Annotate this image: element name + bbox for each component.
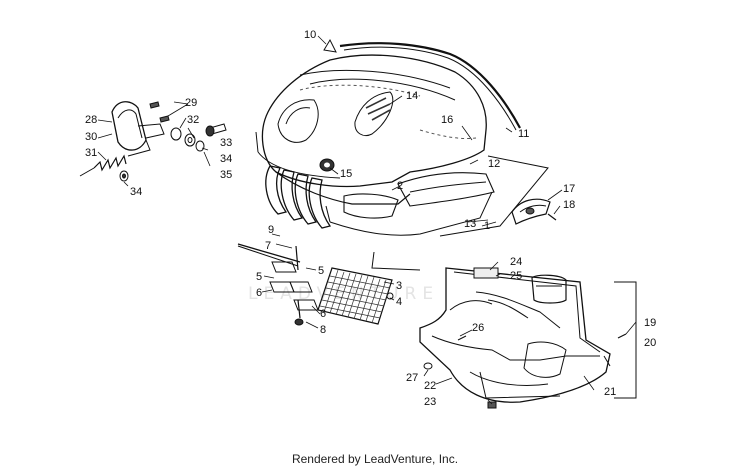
callout-12: 12 — [488, 158, 501, 170]
callout-34-lower: 34 — [130, 186, 143, 198]
callout-8: 8 — [320, 324, 327, 336]
callout-6-right: 6 — [320, 308, 327, 320]
callout-19: 19 — [644, 317, 657, 329]
callout-3: 3 — [396, 280, 403, 292]
storage-tray-part — [419, 267, 611, 403]
callout-26: 26 — [472, 322, 485, 334]
callout-23: 23 — [424, 396, 437, 408]
callout-21: 21 — [604, 386, 617, 398]
callout-18: 18 — [563, 199, 576, 211]
footer-credit: Rendered by LeadVenture, Inc. — [291, 452, 459, 466]
callout-32: 32 — [187, 114, 200, 126]
watermark-logo: LEADVENTURE — [248, 284, 440, 304]
callout-24: 24 — [510, 256, 523, 268]
callout-27: 27 — [406, 372, 419, 384]
callout-2: 2 — [397, 180, 404, 192]
callout-22: 22 — [424, 380, 437, 392]
callout-34: 34 — [220, 153, 233, 165]
callout-30: 30 — [85, 131, 98, 143]
callout-35: 35 — [220, 169, 233, 181]
callout-5-right: 5 — [318, 265, 325, 277]
mesh-screen-part — [317, 267, 394, 325]
assembly-bracket — [439, 155, 549, 237]
callout-6: 6 — [256, 287, 263, 299]
callout-4: 4 — [396, 296, 403, 308]
callout-14: 14 — [406, 90, 419, 102]
pad-part — [473, 267, 567, 304]
callout-11: 11 — [518, 128, 530, 140]
callout-16: 16 — [441, 114, 454, 126]
callout-17: 17 — [563, 183, 576, 195]
bracket-part — [511, 198, 557, 225]
callout-7: 7 — [265, 240, 272, 252]
callout-31: 31 — [85, 147, 98, 159]
callout-28: 28 — [85, 114, 98, 126]
latch-assembly — [237, 243, 319, 326]
callout-13: 13 — [464, 218, 477, 230]
callout-29: 29 — [185, 97, 198, 109]
callout-15: 15 — [340, 168, 353, 180]
callout-1: 1 — [484, 220, 491, 232]
headlight-assembly — [79, 101, 227, 182]
hood-part — [255, 54, 495, 236]
callout-20: 20 — [644, 337, 657, 349]
fastener-part — [487, 401, 497, 409]
fastener-part — [423, 362, 433, 370]
trim-strip-part — [339, 42, 521, 131]
callout-25: 25 — [510, 270, 523, 282]
callout-10: 10 — [304, 29, 317, 41]
callout-5: 5 — [256, 271, 263, 283]
callout-9: 9 — [268, 224, 275, 236]
callout-33: 33 — [220, 137, 233, 149]
clip-part — [323, 38, 337, 53]
